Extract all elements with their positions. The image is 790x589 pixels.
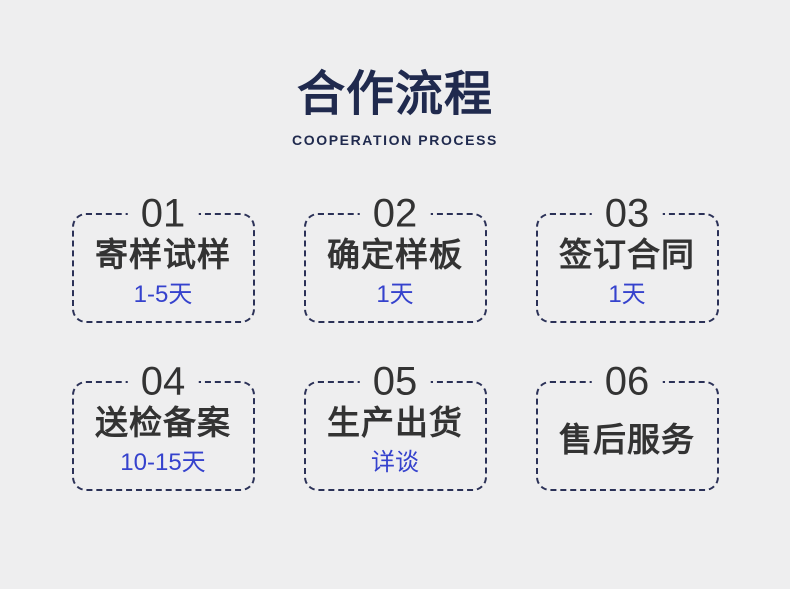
step-title: 寄样试样 [95, 235, 231, 273]
step-title: 售后服务 [559, 421, 695, 459]
step-card-1: 01 寄样试样 1-5天 [71, 193, 255, 324]
steps-grid: 01 寄样试样 1-5天 02 确定样板 1天 03 签订合同 1天 04 送检… [0, 193, 790, 492]
step-number: 04 [127, 361, 199, 402]
step-duration: 详谈 [371, 448, 419, 476]
step-number: 03 [591, 193, 663, 234]
step-number: 01 [127, 193, 199, 234]
step-card-4: 04 送检备案 10-15天 [71, 361, 255, 492]
step-card-6: 06 售后服务 [535, 361, 719, 492]
step-duration: 1-5天 [133, 280, 193, 308]
step-duration: 10-15天 [120, 448, 206, 476]
section-header: 合作流程 COOPERATION PROCESS [0, 66, 790, 148]
step-duration: 1天 [608, 280, 646, 308]
step-card-3: 03 签订合同 1天 [535, 193, 719, 324]
step-card-2: 02 确定样板 1天 [303, 193, 487, 324]
step-card-5: 05 生产出货 详谈 [303, 361, 487, 492]
step-title: 确定样板 [327, 235, 463, 273]
page-title: 合作流程 [296, 68, 493, 121]
cooperation-process-section: 合作流程 COOPERATION PROCESS 01 寄样试样 1-5天 02… [0, 66, 790, 589]
step-title: 生产出货 [327, 403, 463, 441]
step-number: 06 [591, 361, 663, 402]
step-number: 02 [359, 193, 431, 234]
step-number: 05 [359, 361, 431, 402]
page-subtitle: COOPERATION PROCESS [292, 131, 498, 148]
step-title: 签订合同 [559, 235, 695, 273]
step-title: 送检备案 [95, 403, 231, 441]
step-duration: 1天 [376, 280, 414, 308]
